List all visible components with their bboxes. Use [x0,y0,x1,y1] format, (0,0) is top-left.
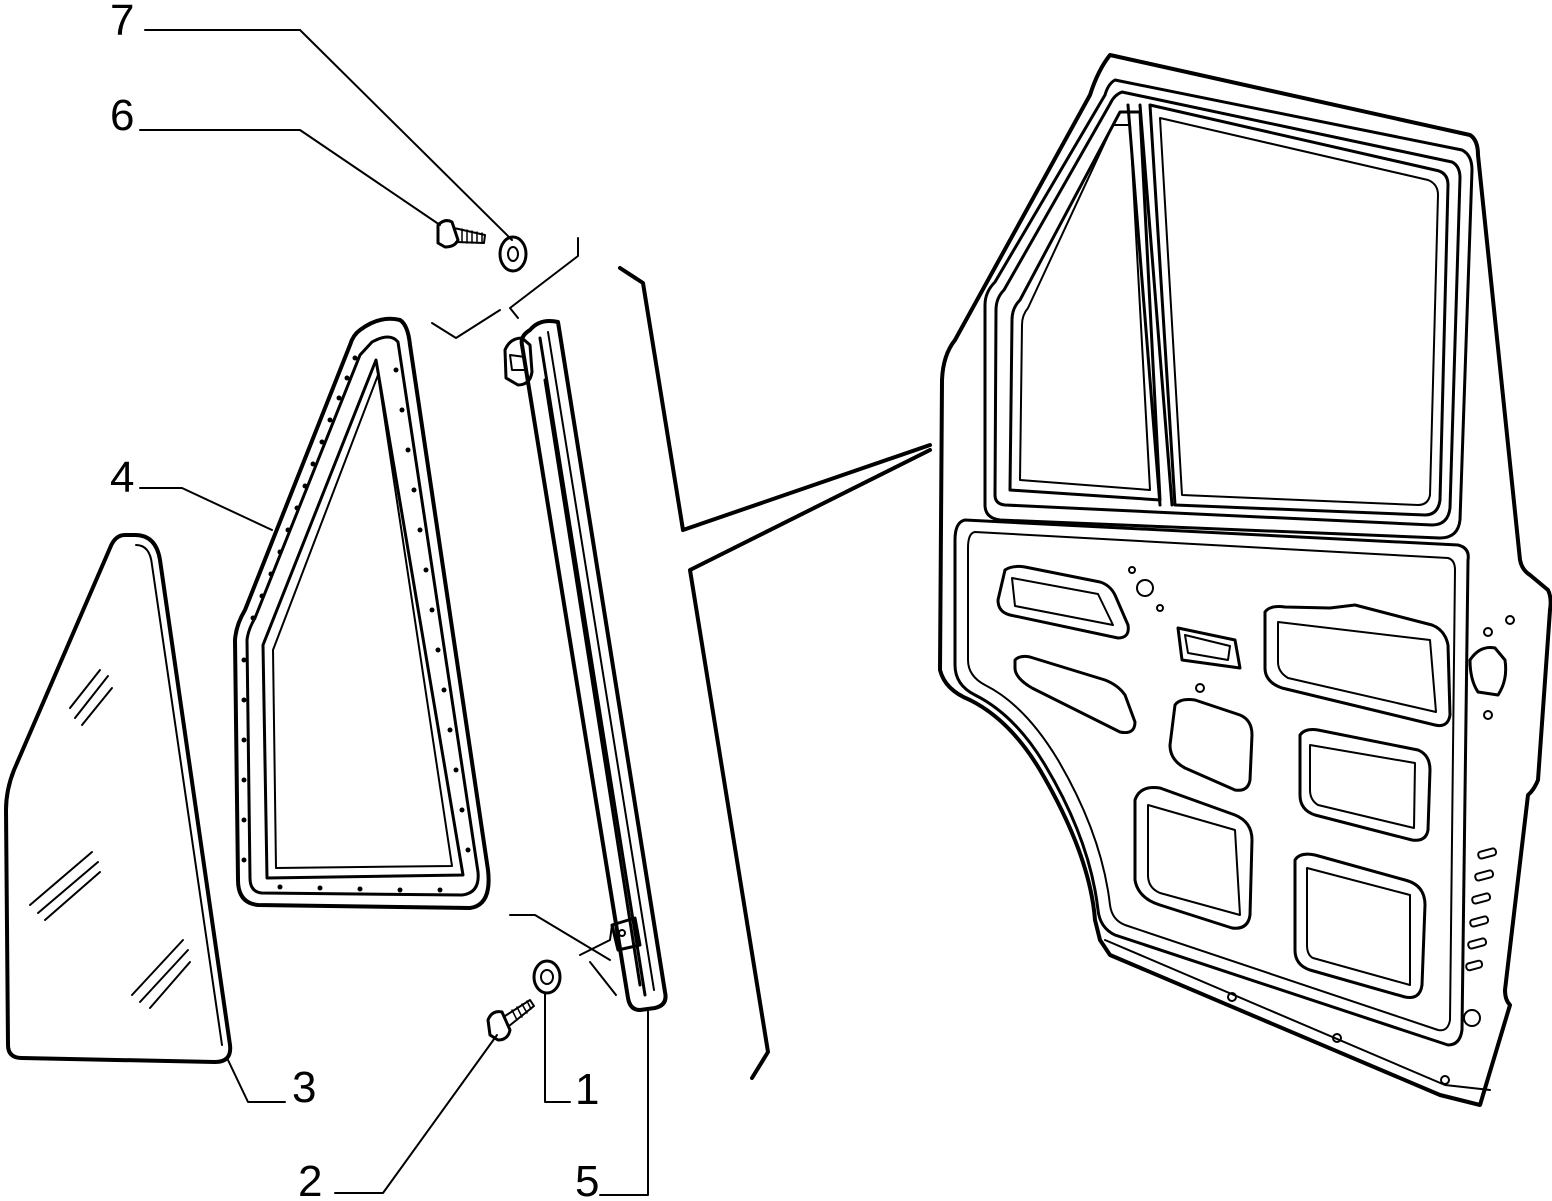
leader-5 [599,1009,649,1196]
glass-reflection-marks [29,669,191,1009]
callout-1: 1 [575,1065,599,1114]
seal-texture [241,355,471,893]
leader-lines [139,29,649,1196]
assembly-guide-lines [431,237,617,996]
leader-3 [227,1059,286,1103]
callout-4: 4 [110,453,134,502]
leader-4 [139,487,273,531]
callout-5: 5 [575,1157,599,1201]
rear-door-panel [938,53,1552,1107]
screw-bottom [486,999,535,1042]
drain-slots [1465,847,1498,972]
leader-7 [144,29,513,241]
screw-top [436,219,486,249]
callout-6: 6 [110,91,134,140]
washer-bottom [532,959,562,995]
callout-2: 2 [298,1157,322,1201]
glass-seal [233,316,491,910]
window-guide-channel [503,319,668,1012]
callout-3: 3 [292,1063,316,1112]
door-reference-bracket [618,266,932,1080]
callout-7: 7 [110,0,134,45]
washer-top [498,235,528,273]
quarter-glass [4,533,233,1064]
leader-1 [544,992,571,1103]
callout-labels: 7 6 4 3 2 1 5 [110,0,599,1201]
leader-6 [139,129,441,226]
leader-2 [334,1034,498,1194]
